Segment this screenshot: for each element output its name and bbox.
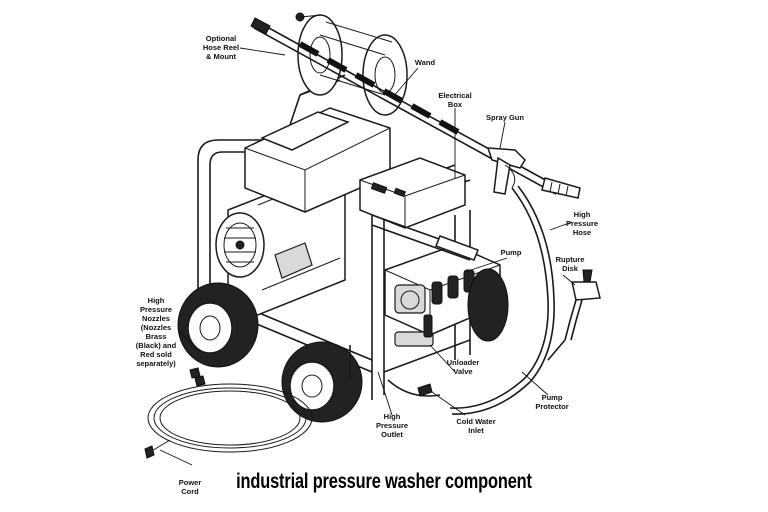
label-rupture-disk: Rupture Disk xyxy=(555,255,585,273)
label-cold-water-inlet: Cold Water Inlet xyxy=(456,417,496,435)
hose-reel xyxy=(295,12,408,116)
label-electrical-box: Electrical Box xyxy=(438,91,472,109)
wheel-rear xyxy=(177,282,259,368)
engine-cover xyxy=(244,107,391,213)
label-pump-protector: Pump Protector xyxy=(535,393,569,411)
nozzles xyxy=(189,367,206,387)
label-high-pressure-hose: High Pressure Hose xyxy=(565,210,599,237)
wheel-right xyxy=(467,268,509,342)
leader-lines xyxy=(159,47,576,466)
label-high-pressure-nozzles: High Pressure Nozzles (Nozzles Brass (Bl… xyxy=(135,296,177,368)
label-spray-gun: Spray Gun xyxy=(486,113,524,122)
label-wand: Wand xyxy=(414,58,436,67)
power-cord xyxy=(144,383,313,459)
label-unloader-valve: Unloader Valve xyxy=(446,358,480,376)
label-power-cord: Power Cord xyxy=(178,478,202,496)
faucet xyxy=(547,269,601,361)
high-pressure-hose xyxy=(449,185,555,415)
label-pump: Pump xyxy=(500,248,522,257)
caption: industrial pressure washer component xyxy=(236,470,532,493)
electrical-box xyxy=(359,157,466,229)
label-optional-hose-reel: Optional Hose Reel & Mount xyxy=(202,34,240,61)
pipes xyxy=(349,345,441,397)
spray-gun xyxy=(486,147,526,195)
lance-front xyxy=(371,214,479,261)
label-high-pressure-outlet: High Pressure Outlet xyxy=(375,412,409,439)
